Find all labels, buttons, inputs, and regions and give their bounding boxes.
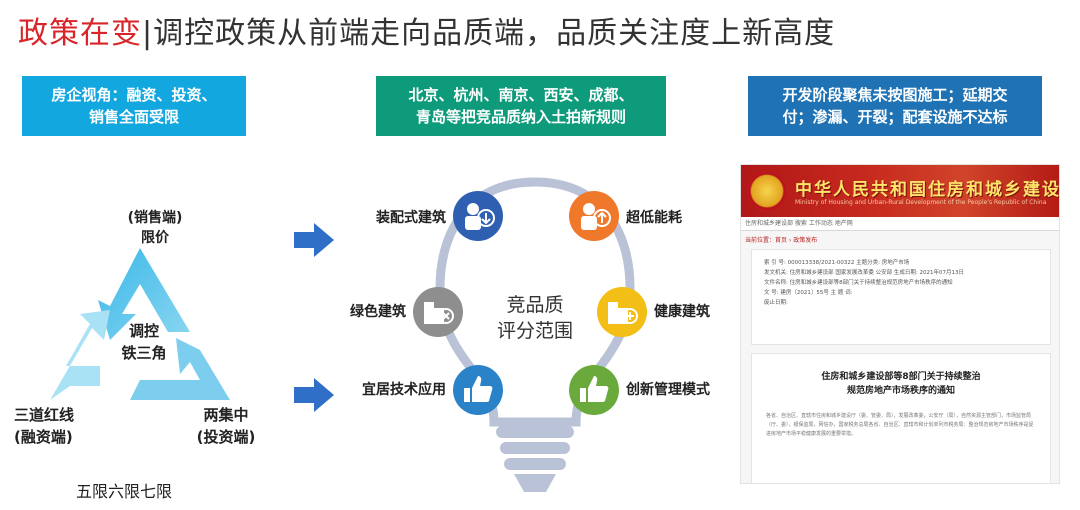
triangle-left-line-2: (融资端): [14, 428, 73, 446]
triangle-top-line-2: 限价: [141, 230, 169, 246]
banner-land-auction-rules: 北京、杭州、南京、西安、成都、青岛等把竞品质纳入土拍新规则: [376, 76, 666, 136]
bulb-item-green-building: 绿色建筑: [350, 304, 406, 320]
triangle-right-line-2: (投资端): [196, 428, 256, 446]
bulb-base-1: [496, 426, 574, 438]
thumbs-up-icon: [580, 376, 609, 402]
banner-3-line-2: 付；渗漏、开裂；配套设施不达标: [782, 108, 1008, 126]
meta-line: 发文机关: 住房和城乡建设部 国家发展改革委 公安部 生成日期: 2021年07…: [764, 270, 964, 276]
triangle-arm-left: [50, 310, 110, 400]
meta-line: 废止日期:: [764, 300, 788, 306]
quality-bulb-diagram: [435, 177, 635, 492]
bulb-item-healthy-building: 健康建筑: [654, 304, 710, 320]
banner-2-line-2: 青岛等把竞品质纳入土拍新规则: [415, 108, 626, 126]
banner-3-line-1: 开发阶段聚焦未按图施工；延期交: [782, 86, 1008, 104]
ministry-notice-screenshot: 中华人民共和国住房和城乡建设部 Ministry of Housing and …: [740, 164, 1060, 484]
notice-metadata-card: 索 引 号: 000013338/2021-00322 主题分类: 房地产市场 …: [751, 249, 1051, 345]
meta-line: 文 号: 建房〔2021〕55号 主 题 词:: [764, 290, 853, 296]
bulb-center-line-2: 评分范围: [496, 320, 573, 342]
bulb-item-low-energy: 超低能耗: [626, 210, 682, 226]
notice-body: 各省、自治区、直辖市住房和城乡建设厅（委、管委、局），发展改革委，公安厅（局），…: [766, 413, 1034, 437]
title-rest: |调控政策从前端走向品质端，品质关注度上新高度: [142, 16, 836, 51]
item-circle-prefab: [453, 365, 503, 415]
banner-development-focus: 开发阶段聚焦未按图施工；延期交付；渗漏、开裂；配套设施不达标: [748, 76, 1042, 136]
item-circle-prefab: [453, 191, 503, 241]
ministry-navbar: 住房和城乡建设部 搜索 工作动态 地产网: [741, 217, 1059, 231]
regulation-triangle-diagram: [50, 248, 230, 400]
triangle-arm-right: [130, 338, 230, 400]
notice-title-line-1: 住房和城乡建设部等8部门关于持续整治: [821, 372, 981, 382]
thumbs-up-icon: [464, 376, 493, 402]
bulb-item-innovative-mgmt: 创新管理模式: [626, 382, 710, 398]
notice-content-card: 住房和城乡建设部等8部门关于持续整治规范房地产市场秩序的通知 各省、自治区、直辖…: [751, 353, 1051, 483]
notice-title: 住房和城乡建设部等8部门关于持续整治规范房地产市场秩序的通知: [752, 370, 1050, 398]
triangle-footer: 五限六限七限: [76, 482, 173, 501]
bulb-center-line-1: 竞品质: [506, 294, 564, 316]
banner-1-line-1: 房企视角：融资、投资、: [51, 86, 217, 104]
triangle-center-label: 调控铁三角: [104, 320, 184, 364]
banner-1-line-2: 销售全面受限: [88, 108, 179, 126]
ministry-header-subtitle: Ministry of Housing and Urban-Rural Deve…: [795, 199, 1047, 206]
item-circle-prefab: [413, 287, 463, 337]
ministry-header: 中华人民共和国住房和城乡建设部 Ministry of Housing and …: [741, 165, 1060, 217]
bulb-base-2: [500, 442, 570, 454]
title-highlight: 政策在变: [18, 16, 142, 51]
arrow-right-icon: [294, 223, 334, 257]
banner-2-line-1: 北京、杭州、南京、西安、成都、: [408, 86, 634, 104]
banner-developer-view: 房企视角：融资、投资、销售全面受限: [22, 76, 246, 136]
bulb-tip: [514, 474, 556, 492]
triangle-left-label: 三道红线 (融资端): [14, 404, 102, 448]
bulb-item-livable-tech: 宜居技术应用: [362, 382, 446, 398]
meta-line: 索 引 号: 000013338/2021-00322 主题分类: 房地产市场: [764, 260, 910, 266]
bulb-outline: [435, 177, 635, 427]
download-person-icon: [465, 203, 495, 230]
breadcrumb: 当前位置：首页 › 政策发布: [745, 237, 818, 244]
triangle-arm-top: [98, 248, 190, 340]
triangle-top-label: (销售端) 限价: [110, 208, 200, 248]
triangle-left-line-1: 三道红线: [14, 406, 75, 424]
triangle-right-label: 两集中 (投资端): [186, 404, 266, 448]
bulb-center-label: 竞品质评分范围: [480, 292, 590, 344]
arrow-right-icon: [294, 378, 334, 412]
triangle-top-line-1: (销售端): [127, 210, 183, 226]
item-circle-prefab: [569, 365, 619, 415]
triangle-right-line-1: 两集中: [203, 406, 249, 424]
ministry-header-title: 中华人民共和国住房和城乡建设部: [795, 180, 1060, 200]
item-circle-prefab: [597, 287, 647, 337]
page-title: 政策在变|调控政策从前端走向品质端，品质关注度上新高度: [18, 8, 835, 52]
triangle-center-line-1: 调控: [128, 322, 159, 340]
bulb-item-prefab-assembled: 装配式建筑: [376, 210, 446, 226]
building-cancel-icon: [424, 302, 454, 324]
building-plus-icon: [608, 302, 638, 324]
meta-line: 文件名称: 住房和城乡建设部等8部门关于持续整治规范房地产市场秩序的通知: [764, 280, 953, 286]
notice-title-line-2: 规范房地产市场秩序的通知: [846, 386, 955, 396]
item-circle-prefab: [569, 191, 619, 241]
triangle-center-line-2: 铁三角: [121, 344, 167, 362]
national-emblem-icon: [747, 171, 787, 211]
upload-person-icon: [581, 203, 611, 230]
bulb-base-3: [504, 458, 566, 470]
